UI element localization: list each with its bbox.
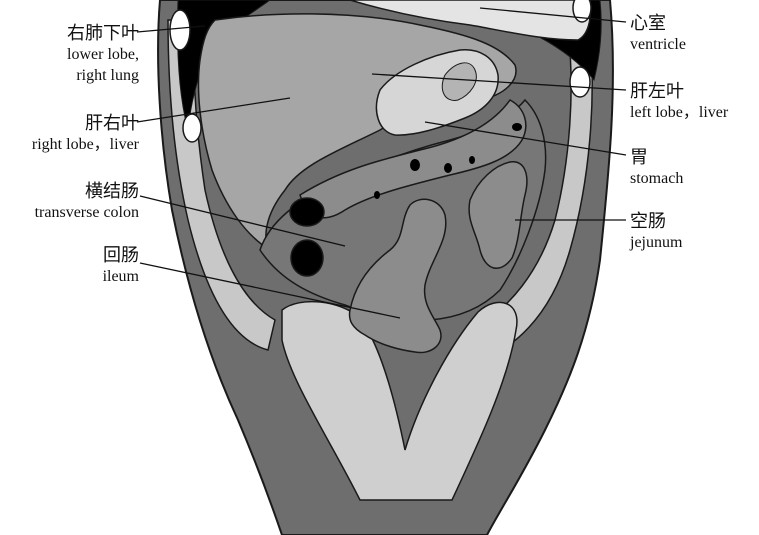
label-transverse-colon: 横结肠 transverse colon xyxy=(35,182,139,223)
label-zh: 肝右叶 xyxy=(85,113,139,134)
stomach-inner xyxy=(441,62,477,101)
label-right-lobe-liver: 肝右叶 right lobe，liver xyxy=(32,114,139,155)
leader-right-lower-lobe xyxy=(136,25,206,33)
rib-oval-right-1 xyxy=(169,9,191,51)
gas-dot-3 xyxy=(469,156,475,164)
label-en: left lobe，liver xyxy=(630,104,729,121)
label-en: stomach xyxy=(630,170,684,187)
label-ileum: 回肠 ileum xyxy=(103,246,139,287)
gas-dot-4 xyxy=(512,123,522,131)
label-zh: 心室 xyxy=(630,13,666,34)
leader-ileum xyxy=(139,262,401,319)
rib-oval-left-1 xyxy=(572,0,592,23)
leader-transverse-colon xyxy=(139,195,346,247)
label-zh: 胃 xyxy=(630,147,648,168)
label-en: transverse colon xyxy=(34,204,139,221)
label-zh: 肝左叶 xyxy=(630,81,684,102)
leader-ventricle xyxy=(479,7,627,23)
label-ventricle: 心室 ventricle xyxy=(630,14,686,55)
label-right-lower-lobe: 右肺下叶 lower lobe, right lung xyxy=(67,24,139,86)
ventricle-shape xyxy=(349,0,592,41)
label-en: lower lobe, xyxy=(67,46,139,63)
gas-dot-2 xyxy=(444,163,452,173)
colon-gas-2 xyxy=(290,239,324,277)
label-en: jejunum xyxy=(630,234,683,251)
gas-dot-5 xyxy=(374,191,380,199)
label-zh: 右肺下叶 xyxy=(67,23,139,44)
leader-lines xyxy=(136,7,627,319)
label-zh: 空肠 xyxy=(630,211,666,232)
label-en: ileum xyxy=(102,268,139,285)
label-zh: 回肠 xyxy=(103,245,139,266)
label-left-lobe-liver: 肝左叶 left lobe，liver xyxy=(630,82,728,123)
leader-right-lobe-liver xyxy=(136,97,291,123)
rib-oval-right-2 xyxy=(182,113,202,143)
label-jejunum: 空肠 jejunum xyxy=(630,212,682,253)
leader-left-lobe-liver xyxy=(371,73,627,91)
transverse-colon-shape xyxy=(299,99,527,219)
label-en: right lung xyxy=(76,67,139,84)
leader-stomach xyxy=(424,121,627,156)
ileum-loops xyxy=(348,198,447,354)
jejunum-loops xyxy=(468,161,528,269)
label-en: ventricle xyxy=(630,36,686,53)
colon-gas-1 xyxy=(289,197,325,227)
label-stomach: 胃 stomach xyxy=(630,148,683,189)
gas-dot-1 xyxy=(410,159,420,171)
rib-oval-left-2 xyxy=(569,66,591,98)
label-zh: 横结肠 xyxy=(85,181,139,202)
label-en: right lobe，liver xyxy=(31,136,139,153)
